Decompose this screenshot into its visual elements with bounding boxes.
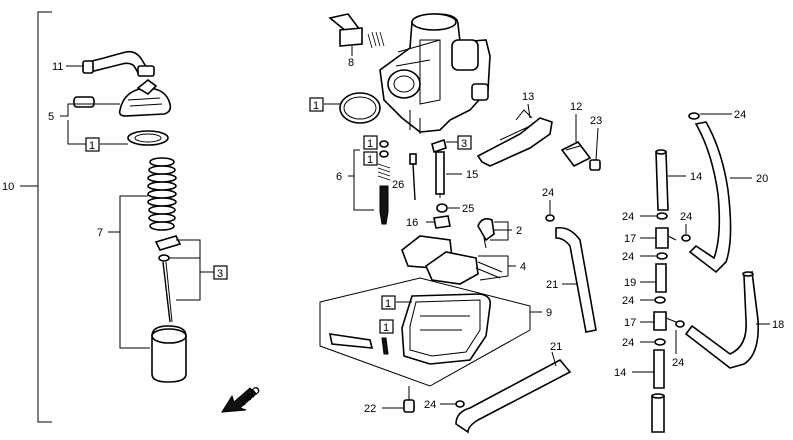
hose-clip-24-bottom: 24 — [424, 399, 465, 411]
pilot-screw-group-6: 1 1 6 — [336, 135, 391, 225]
callout-box-1-oring — [309, 97, 324, 112]
overflow-tube-21-bottom: 21 — [455, 341, 572, 434]
cable-bracket-13: 13 — [476, 91, 553, 167]
callout-box-1-oring-text: 1 — [313, 100, 319, 112]
fwd-arrow: FWD — [221, 385, 263, 413]
vent-tube-21: 24 21 — [542, 187, 597, 333]
callout-10: 10 — [2, 181, 14, 193]
callout-box-1-a — [363, 135, 378, 150]
callout-17-b: 17 — [624, 317, 636, 329]
choke-plunger-12: 12 — [560, 101, 592, 168]
carb-top-cap-5: 5 — [48, 78, 172, 123]
callout-16: 16 — [406, 217, 418, 229]
fwd-label: FWD — [239, 385, 263, 408]
callout-box-1-a-text: 1 — [367, 138, 373, 150]
hose-14-top: 14 — [655, 149, 702, 211]
callout-box-1-left-text: 1 — [89, 140, 95, 152]
carburetor-body — [379, 13, 491, 134]
top-gasket: 1 — [67, 120, 169, 152]
callout-box-3-center-text: 3 — [461, 138, 467, 150]
callout-box-3-left — [213, 265, 228, 280]
callout-7: 7 — [97, 227, 103, 239]
cable-elbow-11: 11 — [52, 50, 155, 78]
callout-25: 25 — [462, 203, 474, 215]
spring-slide-needle-7: 7 3 — [97, 157, 228, 383]
callout-19: 19 — [624, 277, 636, 289]
callout-box-1-bowl — [381, 295, 396, 310]
float-bowl-9: 1 1 9 — [319, 277, 552, 387]
callout-14-top: 14 — [690, 171, 702, 183]
float-4: 4 — [401, 235, 526, 285]
choke-lever-8: 8 — [328, 13, 385, 69]
callout-21-bottom: 21 — [550, 341, 562, 353]
callout-24-a: 24 — [622, 211, 634, 223]
washer-25: 25 — [436, 203, 474, 215]
hose-joint-stack: 24 24 17 24 19 24 17 24 24 — [622, 211, 692, 369]
drain-screw-22: 22 — [364, 386, 415, 415]
bracket-assembly-10: 10 — [2, 11, 52, 423]
callout-box-1-drain — [379, 319, 394, 334]
callout-24-d: 24 — [622, 295, 634, 307]
callout-box-1-drain-text: 1 — [383, 322, 389, 334]
callout-15: 15 — [466, 169, 478, 181]
callout-box-1-b-text: 1 — [367, 154, 373, 166]
callout-11: 11 — [52, 61, 63, 73]
callout-26: 26 — [392, 179, 404, 191]
callout-17-a: 17 — [624, 233, 636, 245]
screw-23: 23 — [589, 115, 602, 171]
callout-21-vent: 21 — [546, 279, 558, 291]
callout-20: 20 — [756, 173, 768, 185]
callout-18: 18 — [772, 319, 784, 331]
hose-18: 18 — [684, 270, 784, 369]
callout-8: 8 — [348, 57, 354, 69]
callout-6: 6 — [336, 171, 342, 183]
callout-24-f: 24 — [672, 357, 684, 369]
main-jet-16: 16 — [406, 215, 451, 229]
throttle-spring — [147, 157, 177, 231]
callout-4: 4 — [520, 261, 526, 273]
callout-23: 23 — [590, 115, 602, 127]
hose-20: 24 20 — [688, 109, 768, 274]
callout-5: 5 — [48, 111, 54, 123]
callout-box-3-left-text: 3 — [217, 268, 223, 280]
callout-12: 12 — [570, 101, 582, 113]
callout-24-bottom: 24 — [424, 399, 436, 411]
callout-14-bottom: 14 — [614, 367, 626, 379]
callout-24-top: 24 — [734, 109, 746, 121]
callout-box-1-left — [85, 137, 100, 152]
callout-24-c: 24 — [622, 251, 634, 263]
callout-24-b: 24 — [680, 211, 692, 223]
callout-box-1-bowl-text: 1 — [385, 298, 391, 310]
callout-13: 13 — [522, 91, 534, 103]
callout-24-e: 24 — [622, 337, 634, 349]
callout-2: 2 — [516, 225, 522, 237]
jet-26: 26 — [392, 153, 417, 201]
jet-holder-15: 3 15 — [431, 135, 478, 198]
callout-box-1-b — [363, 151, 378, 166]
insulator-oring: 1 — [309, 92, 381, 124]
callout-24-vent: 24 — [542, 187, 554, 199]
float-valve-2: 2 — [477, 218, 522, 249]
hose-14-bottom: 14 — [614, 349, 665, 433]
callout-22: 22 — [364, 403, 376, 415]
callout-9: 9 — [546, 307, 552, 319]
